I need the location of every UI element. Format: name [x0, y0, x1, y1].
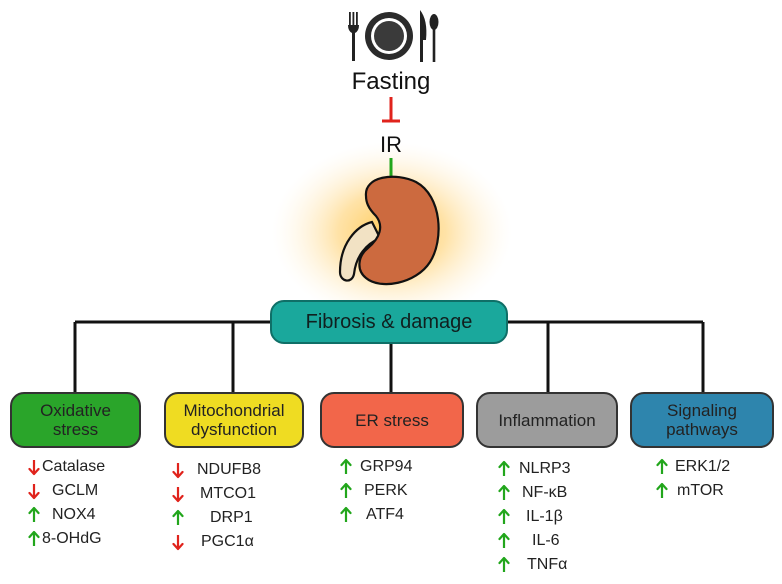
up-arrow-icon: [498, 532, 510, 548]
category-title-line: Signaling: [667, 401, 737, 420]
category-title-line: dysfunction: [190, 420, 277, 439]
down-arrow-icon: [28, 484, 40, 500]
marker-arrow: [498, 554, 510, 576]
marker-label: ERK1/2: [675, 458, 731, 475]
marker-arrow: [498, 530, 510, 552]
ureter-shape: [338, 220, 382, 282]
category-title-line: Oxidative: [40, 401, 111, 420]
marker-arrow: [498, 506, 510, 528]
up-arrow-icon: [28, 506, 40, 522]
up-arrow-icon: [656, 458, 668, 474]
marker-arrow: [28, 480, 40, 502]
category-title-line: Mitochondrial: [183, 401, 285, 420]
category-signaling-pathways: Signaling pathways: [630, 392, 774, 448]
down-arrow-icon: [172, 487, 184, 503]
marker-label: NDUFB8: [197, 461, 262, 478]
marker-arrow: [340, 456, 352, 478]
category-er-stress: ER stress: [320, 392, 464, 448]
hub-label: Fibrosis & damage: [305, 310, 473, 333]
down-arrow-icon: [172, 535, 184, 551]
marker-arrow: [172, 483, 184, 505]
marker-arrow: [498, 458, 510, 480]
marker-label: MTCO1: [200, 485, 256, 502]
category-title-line: pathways: [666, 420, 738, 439]
up-arrow-icon: [498, 460, 510, 476]
up-arrow-icon: [340, 482, 352, 498]
category-mitochondrial-dysfunction: Mitochondrial dysfunction: [164, 392, 304, 448]
marker-arrow: [28, 528, 40, 550]
connector-tree: [73, 320, 705, 393]
marker-label: NOX4: [52, 506, 96, 523]
marker-arrow: [340, 504, 352, 526]
category-title-line: stress: [52, 420, 99, 439]
category-oxidative-stress: Oxidative stress: [10, 392, 141, 448]
marker-label: DRP1: [210, 509, 253, 526]
spoon-icon: [429, 14, 439, 62]
down-arrow-icon: [28, 460, 40, 476]
kidney-shape: [358, 175, 440, 286]
marker-label: 8-OHdG: [42, 530, 102, 547]
marker-arrow: [172, 507, 184, 529]
marker-label: ATF4: [366, 506, 404, 523]
fasting-label: Fasting: [351, 68, 431, 95]
marker-arrow: [498, 482, 510, 504]
marker-label: NLRP3: [519, 460, 571, 477]
marker-label: GRP94: [360, 458, 413, 475]
fork-icon: [348, 12, 359, 61]
up-arrow-icon: [498, 508, 510, 524]
marker-arrow: [340, 480, 352, 502]
up-arrow-icon: [172, 509, 184, 525]
marker-arrow: [656, 456, 668, 478]
up-arrow-icon: [498, 484, 510, 500]
marker-label: mTOR: [677, 482, 724, 499]
up-arrow-icon: [656, 482, 668, 498]
down-arrow-icon: [172, 463, 184, 479]
up-arrow-icon: [340, 506, 352, 522]
up-arrow-icon: [28, 530, 40, 546]
marker-label: PGC1α: [201, 533, 254, 550]
fibrosis-damage-hub: Fibrosis & damage: [270, 300, 508, 344]
marker-arrow: [28, 456, 40, 478]
up-arrow-icon: [498, 556, 510, 572]
marker-label: GCLM: [52, 482, 99, 499]
up-arrow-icon: [340, 458, 352, 474]
plate-icon: [365, 12, 413, 60]
marker-arrow: [172, 459, 184, 481]
marker-label: NF-κB: [522, 484, 568, 501]
kidney-icon: [338, 175, 440, 286]
marker-label: PERK: [364, 482, 408, 499]
knife-icon: [420, 10, 427, 62]
marker-label: IL-6: [532, 532, 560, 549]
marker-arrow: [172, 531, 184, 553]
category-inflammation: Inflammation: [476, 392, 618, 448]
ir-label: IR: [380, 132, 402, 157]
category-title-line: Inflammation: [498, 410, 596, 430]
marker-label: Catalase: [42, 458, 106, 475]
marker-label: TNFα: [527, 556, 568, 573]
marker-arrow: [656, 480, 668, 502]
marker-arrow: [28, 504, 40, 526]
category-title-line: ER stress: [355, 410, 429, 430]
inhibition-connector: [382, 97, 400, 123]
marker-label: IL-1β: [526, 508, 563, 525]
